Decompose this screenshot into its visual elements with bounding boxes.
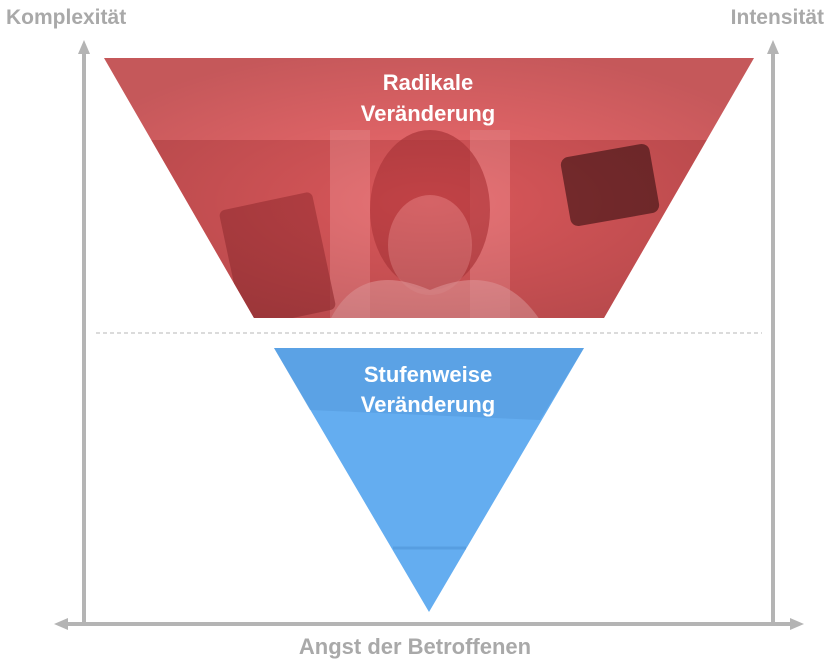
level-bottom: Stufenweise Veränderung (274, 348, 584, 612)
y-axis-label-right: Intensität (730, 6, 824, 29)
axes (54, 40, 804, 630)
photo-overlay-bottom (274, 348, 584, 420)
level-bottom-label-line2: Veränderung (361, 392, 495, 417)
photo-overlay-top (104, 58, 754, 318)
bottom-axis-arrow-right (790, 618, 804, 630)
level-bottom-label-line1: Stufenweise (364, 362, 492, 387)
bottom-axis-arrow-left (54, 618, 68, 630)
right-axis-arrow (767, 40, 779, 54)
level-top-label-line2: Veränderung (361, 101, 495, 126)
x-axis-label: Angst der Betroffenen (298, 634, 532, 659)
level-top-label-line1: Radikale (383, 70, 474, 95)
level-top: Radikale Veränderung (104, 58, 754, 318)
level-bottom-shape (274, 348, 584, 612)
y-axis-label-left: Komplexität (6, 6, 127, 29)
left-axis-arrow (78, 40, 90, 54)
